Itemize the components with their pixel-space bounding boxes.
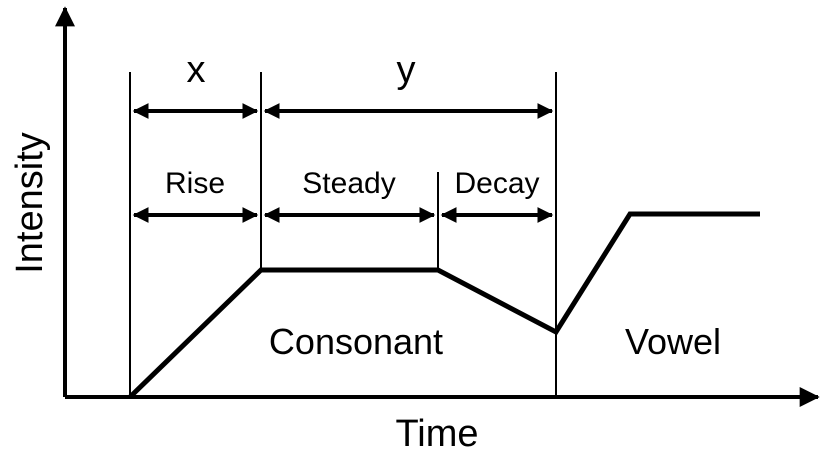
phase-label-steady: Steady bbox=[302, 167, 395, 200]
region-label-consonant: Consonant bbox=[269, 321, 443, 362]
span-label-x: x bbox=[187, 49, 206, 91]
region-label-vowel: Vowel bbox=[625, 321, 721, 362]
intensity-envelope bbox=[128, 211, 760, 399]
y-axis-label: Intensity bbox=[9, 132, 51, 274]
span-label-y: y bbox=[397, 49, 416, 91]
phase-label-decay: Decay bbox=[454, 167, 539, 200]
phase-label-rise: Rise bbox=[165, 167, 225, 200]
x-axis-label: Time bbox=[395, 413, 478, 455]
